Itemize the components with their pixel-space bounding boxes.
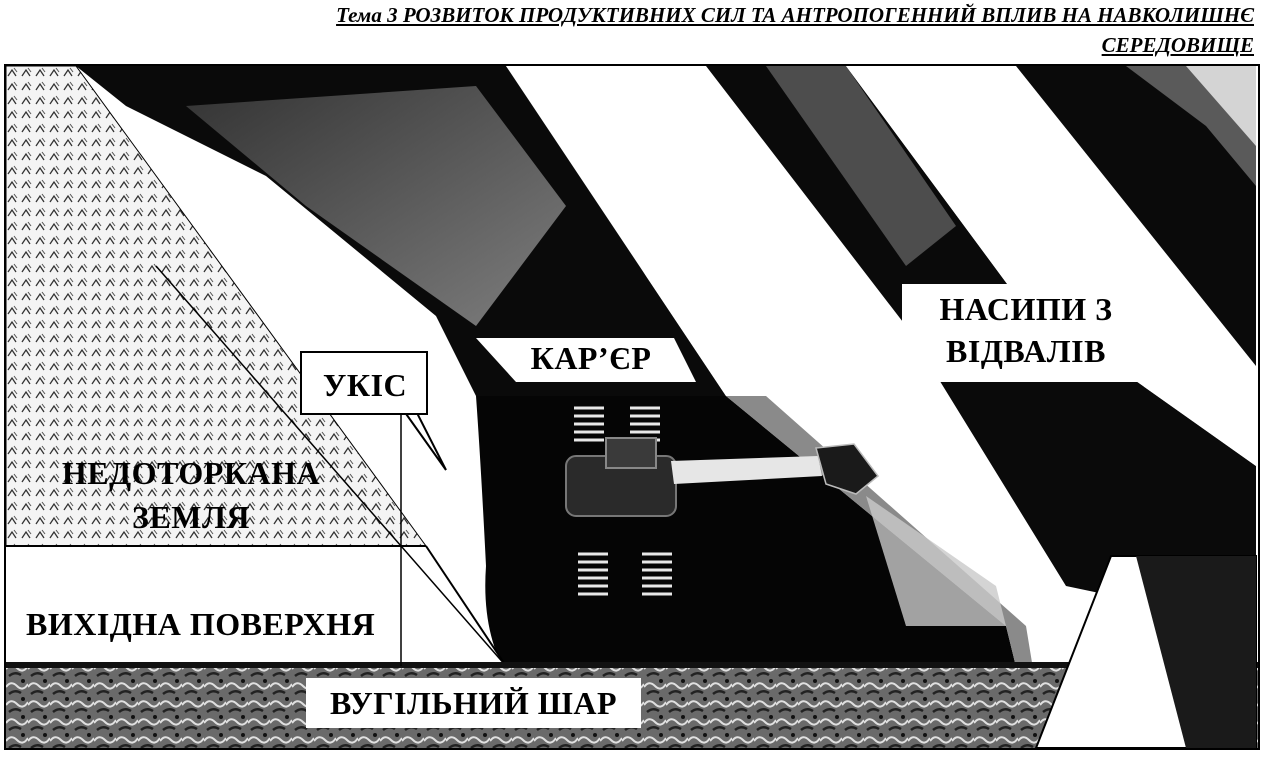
label-untouched-line-2: ЗЕМЛЯ <box>132 499 250 535</box>
diagram-artwork <box>6 66 1258 748</box>
label-spoil-heaps-line-2: ВІДВАЛІВ <box>946 333 1106 369</box>
page-header: Тема 3 РОЗВИТОК ПРОДУКТИВНИХ СИЛ ТА АНТР… <box>54 0 1254 60</box>
excavator-icon <box>565 406 880 596</box>
header-line-1: Тема 3 РОЗВИТОК ПРОДУКТИВНИХ СИЛ ТА АНТР… <box>336 3 1254 27</box>
label-untouched-line-1: НЕДОТОРКАНА <box>61 455 321 491</box>
spoil-band-3 <box>1016 66 1256 366</box>
strip-mining-diagram: УКІС КАР’ЄР НАСИПИ З ВІДВАЛІВ НЕДОТОРКАН… <box>4 64 1260 750</box>
label-spoil-heaps: НАСИПИ З ВІДВАЛІВ <box>906 288 1146 372</box>
label-quarry: КАР’ЄР <box>530 340 652 376</box>
label-original-surface: ВИХІДНА ПОВЕРХНЯ <box>26 606 376 642</box>
label-untouched-land: НЕДОТОРКАНА ЗЕМЛЯ <box>26 451 356 539</box>
label-coal-seam: ВУГІЛЬНИЙ ШАР <box>306 678 641 728</box>
original-surface <box>6 546 506 666</box>
header-line-2: СЕРЕДОВИЩЕ <box>1101 33 1254 57</box>
label-spoil-heaps-line-1: НАСИПИ З <box>939 291 1113 327</box>
spoil-stripe-2 <box>846 66 1256 466</box>
label-slope: УКІС <box>322 367 408 403</box>
spoil-stripe-1 <box>506 66 1066 626</box>
